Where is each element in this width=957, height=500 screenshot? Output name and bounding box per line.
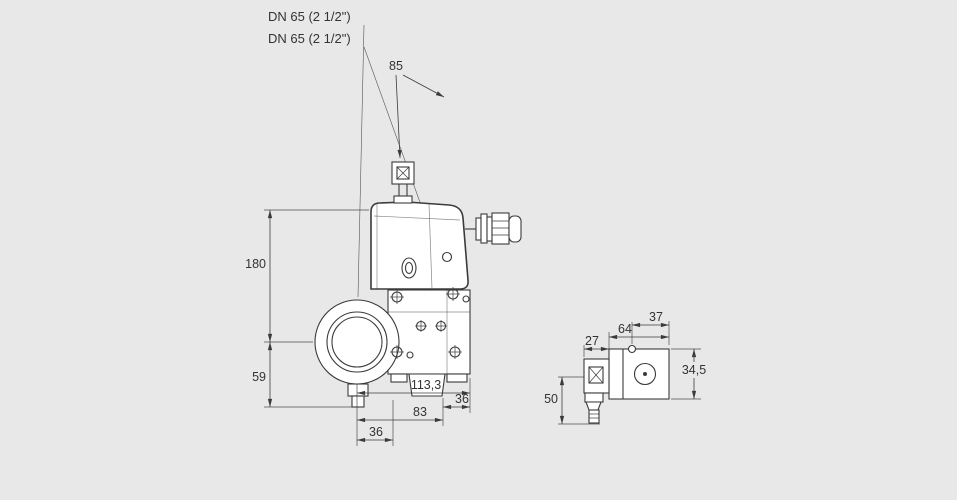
flange-stub-tip: [351, 395, 365, 408]
dim-180: 180: [245, 209, 369, 343]
vent-screw: [627, 344, 637, 354]
dim-85: 85: [389, 59, 445, 159]
dn-label-2: DN 65 (2 1/2"): [268, 31, 351, 46]
port-labels: DN 65 (2 1/2") DN 65 (2 1/2"): [268, 9, 453, 298]
port-thread-circle: [326, 311, 388, 373]
electrical-connector: [465, 212, 522, 245]
stem-base: [393, 195, 413, 204]
bottom-boss: [408, 373, 446, 397]
actuator-housing: [370, 201, 469, 290]
dim-27: 27: [583, 332, 610, 357]
dim-180-label: 180: [245, 257, 266, 271]
dim-85-label: 85: [389, 59, 403, 73]
cable-gland: [584, 392, 604, 424]
dim-36-left-label: 36: [369, 425, 383, 439]
actuator-sight-glass-inner: [404, 261, 414, 275]
dim-59: 59: [252, 342, 358, 408]
flange-stub: [347, 383, 369, 397]
dim-113-3-label: 113,3: [411, 378, 441, 392]
bottom-stub-right: [446, 373, 468, 383]
dim-27-label: 27: [585, 334, 599, 348]
dim-36-left: 36: [357, 425, 393, 443]
dim-50: 50: [544, 376, 600, 425]
dim-64-label: 64: [618, 322, 632, 336]
dn-label-1: DN 65 (2 1/2"): [268, 9, 351, 24]
coil-end-center: [643, 372, 647, 376]
valve-body: [387, 289, 471, 375]
dim-36-right: 36: [443, 392, 470, 410]
dim-34-5: 34,5: [671, 348, 706, 400]
coil-body: [608, 348, 670, 400]
dim-83: 83: [357, 405, 443, 423]
solenoid-side-view: 27 64 37 34,5 50: [544, 310, 706, 425]
dim-83-label: 83: [413, 405, 427, 419]
coil-end-circle: [633, 362, 657, 386]
dim-113-3: 113,3: [357, 378, 470, 396]
dim-36-right-label: 36: [455, 392, 469, 406]
knob-inner-square: [396, 166, 410, 180]
bottom-stub-left: [390, 373, 408, 383]
flange-outer-circle: [314, 299, 400, 385]
dim-50-label: 50: [544, 392, 558, 406]
port-bore-circle: [331, 316, 383, 368]
actuator-sight-glass: [401, 257, 417, 279]
actuator-screw: [441, 251, 453, 263]
plug-inner-square: [588, 366, 604, 384]
dim-37: 37: [631, 310, 669, 344]
bottom-dimensions: 113,3 36 83 36: [356, 378, 471, 446]
dim-59-label: 59: [252, 370, 266, 384]
valve-front-view: [314, 161, 522, 408]
flange-bolts: [390, 287, 470, 359]
dim-34-5-label: 34,5: [682, 363, 706, 377]
dim-37-label: 37: [649, 310, 663, 324]
